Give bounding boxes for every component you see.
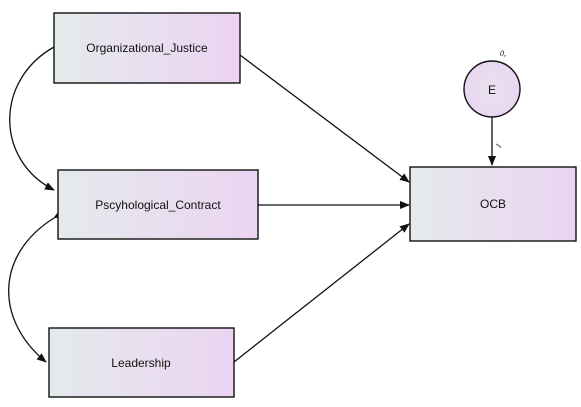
node-ocb: OCB	[409, 166, 577, 242]
node-label-leadership: Leadership	[111, 356, 171, 370]
node-label-contract: Pscyhological_Contract	[95, 198, 221, 212]
error-variance-label: 0,	[500, 49, 506, 58]
node-error-term: E	[463, 60, 521, 118]
covariance-justice-contract	[9, 39, 64, 191]
node-label-justice: Organizational_Justice	[86, 41, 208, 55]
node-psychological-contract: Pscyhological_Contract	[57, 169, 259, 240]
node-leadership: Leadership	[48, 327, 235, 398]
node-label-ocb: OCB	[480, 197, 506, 211]
covariance-contract-leadership	[8, 209, 64, 363]
error-path-weight-label: 1	[494, 142, 504, 150]
edge-leadership-to-ocb	[233, 223, 410, 363]
node-organizational-justice: Organizational_Justice	[53, 12, 241, 84]
edge-justice-to-ocb	[239, 54, 410, 183]
node-label-error: E	[488, 83, 496, 97]
